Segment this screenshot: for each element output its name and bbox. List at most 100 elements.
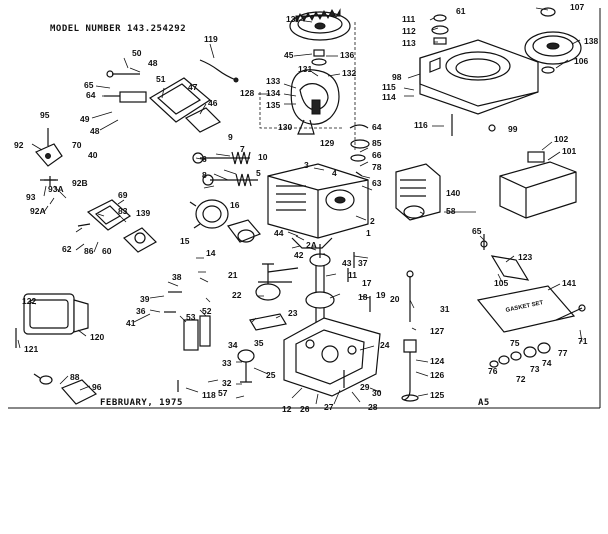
callout-23: 23 xyxy=(288,308,298,318)
callout-39: 39 xyxy=(140,294,150,304)
flywheel-part xyxy=(289,8,351,41)
callout-52: 52 xyxy=(202,306,212,316)
callout-63: 63 xyxy=(372,178,382,188)
callout-38: 38 xyxy=(172,272,182,282)
callout-41: 41 xyxy=(126,318,136,328)
switch-part xyxy=(33,373,98,405)
callout-36: 36 xyxy=(136,306,146,316)
date-footer: FEBRUARY, 1975 xyxy=(100,398,183,408)
callout-5: 5 xyxy=(256,168,261,178)
callout-70: 70 xyxy=(72,140,82,150)
callout-111: 111 xyxy=(402,14,416,24)
callout-48-mid: 48 xyxy=(90,126,100,136)
callout-19: 19 xyxy=(376,290,386,300)
cylinder-head-part xyxy=(395,163,441,221)
callout-46: 46 xyxy=(208,98,218,108)
callout-7: 7 xyxy=(240,144,245,154)
callout-14: 14 xyxy=(206,248,216,258)
callout-133: 133 xyxy=(266,76,280,86)
callout-92b: 92B xyxy=(72,178,88,188)
callout-28: 28 xyxy=(368,402,378,412)
callout-77: 77 xyxy=(558,348,568,358)
callout-9: 9 xyxy=(228,132,233,142)
callout-24: 24 xyxy=(380,340,390,350)
callout-30: 30 xyxy=(372,388,382,398)
callout-107: 107 xyxy=(570,2,584,12)
leader-lines xyxy=(17,7,583,405)
callout-115: 115 xyxy=(382,82,396,92)
callout-21: 21 xyxy=(228,270,238,280)
dipstick-part xyxy=(401,270,419,402)
ignition-wire-part xyxy=(199,59,237,81)
callout-20: 20 xyxy=(390,294,400,304)
callout-65-left: 65 xyxy=(84,80,94,90)
callout-134: 134 xyxy=(266,88,280,98)
breather-part xyxy=(349,124,370,177)
callout-119: 119 xyxy=(204,34,218,44)
fuel-pump-part xyxy=(86,199,157,253)
callout-25: 25 xyxy=(266,370,276,380)
callout-92: 92 xyxy=(14,140,24,150)
callout-labels: 137 45 136 131 132 133 134 135 128 130 1… xyxy=(14,2,598,414)
callout-86: 86 xyxy=(84,246,94,256)
callout-2a: 2A xyxy=(306,240,317,250)
page-code: A5 xyxy=(478,398,490,408)
callout-124: 124 xyxy=(430,356,444,366)
callout-15: 15 xyxy=(180,236,190,246)
callout-122: 122 xyxy=(22,296,36,306)
tank-bracket-part xyxy=(480,234,530,281)
callout-93a: 93A xyxy=(48,184,64,194)
model-number-heading: MODEL NUMBER 143.254292 xyxy=(50,24,187,34)
callout-131: 131 xyxy=(298,64,312,74)
callout-31: 31 xyxy=(440,304,450,314)
callout-51: 51 xyxy=(156,74,166,84)
callout-8: 8 xyxy=(202,170,207,180)
callout-69: 69 xyxy=(118,190,128,200)
rewind-starter-part xyxy=(524,7,582,74)
callout-3: 3 xyxy=(304,160,309,170)
callout-73: 73 xyxy=(530,364,540,374)
callout-135: 135 xyxy=(266,100,280,110)
callout-27: 27 xyxy=(324,402,334,412)
callout-29: 29 xyxy=(360,382,370,392)
callout-32: 32 xyxy=(222,378,232,388)
callout-40: 40 xyxy=(88,150,98,160)
callout-71: 71 xyxy=(578,336,588,346)
callout-62: 62 xyxy=(62,244,72,254)
oil-sump-part xyxy=(283,317,381,397)
callout-65-right: 65 xyxy=(472,226,482,236)
callout-58: 58 xyxy=(446,206,456,216)
callout-43: 43 xyxy=(342,258,352,268)
throttle-lever-part xyxy=(35,128,63,186)
callout-93: 93 xyxy=(26,192,36,202)
callout-78: 78 xyxy=(372,162,382,172)
air-cleaner-cover-part xyxy=(499,151,577,219)
callout-102: 102 xyxy=(554,134,568,144)
callout-34: 34 xyxy=(228,340,238,350)
callout-75: 75 xyxy=(510,338,520,348)
callout-42: 42 xyxy=(294,250,304,260)
callout-47: 47 xyxy=(188,82,198,92)
cylinder-block-part xyxy=(267,163,369,249)
callout-126: 126 xyxy=(430,370,444,380)
callout-44: 44 xyxy=(274,228,284,238)
callout-1: 1 xyxy=(366,228,371,238)
callout-66: 66 xyxy=(372,150,382,160)
callout-45: 45 xyxy=(284,50,294,60)
callout-136: 136 xyxy=(340,50,354,60)
callout-60: 60 xyxy=(102,246,112,256)
callout-26: 26 xyxy=(300,404,310,414)
callout-12: 12 xyxy=(282,404,292,414)
callout-53: 53 xyxy=(186,312,196,322)
callout-10a: 10 xyxy=(258,152,268,162)
callout-95: 95 xyxy=(40,110,50,120)
callout-48-top: 48 xyxy=(148,58,158,68)
callout-92a: 92A xyxy=(30,206,46,216)
callout-50: 50 xyxy=(132,48,142,58)
ignition-coil-part xyxy=(290,69,340,135)
callout-112: 112 xyxy=(402,26,416,36)
callout-99: 99 xyxy=(508,124,518,134)
callout-6: 6 xyxy=(202,154,207,164)
callout-57: 57 xyxy=(218,388,228,398)
callout-76: 76 xyxy=(488,366,498,376)
